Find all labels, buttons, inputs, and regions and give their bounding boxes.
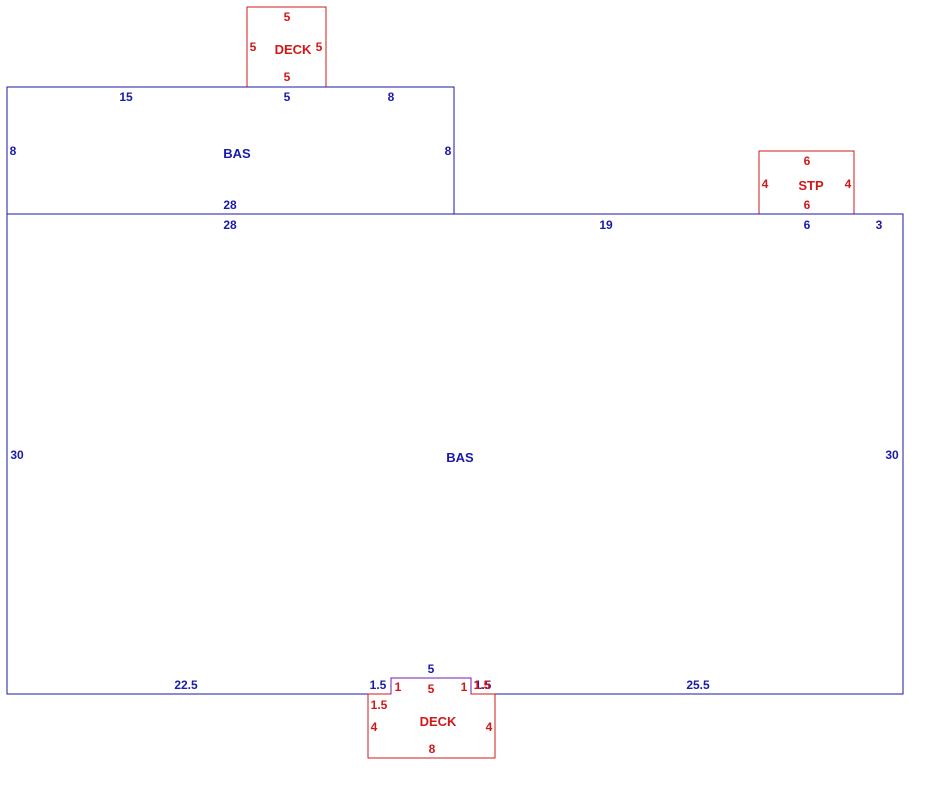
- stp-dim-right: 4: [845, 177, 852, 191]
- deck-bottom-dim-inner-right: 1: [461, 680, 468, 694]
- bas-main-dim-top-mid: 19: [599, 218, 613, 232]
- bas-main-dim-top-stp: 6: [804, 218, 811, 232]
- deck-top-label: DECK: [275, 42, 312, 57]
- deck-bottom-dim-inner-top: 5: [428, 682, 435, 696]
- deck-bottom-dim-left: 4: [371, 720, 378, 734]
- bas-main-dim-bottom-left: 22.5: [174, 678, 198, 692]
- bas-upper-dim-bottom: 28: [223, 198, 237, 212]
- bas-upper-dim-left: 8: [10, 144, 17, 158]
- deck-top: 5 5 5 5 DECK: [246, 6, 327, 88]
- stp-dim-bottom: 6: [804, 198, 811, 212]
- bas-upper-dim-top-mid: 5: [284, 90, 291, 104]
- stp-label: STP: [798, 178, 824, 193]
- deck-bottom: 1 5 1 1.5 1.5 4 4 8 DECK: [367, 678, 496, 759]
- bas-main-dim-top-right: 3: [876, 218, 883, 232]
- bas-main: 28 19 6 3 30 30 22.5 25.5 1.5 1.5 5 BAS: [6, 213, 904, 695]
- bas-main-dim-top-left: 28: [223, 218, 237, 232]
- bas-main-label: BAS: [446, 450, 474, 465]
- bas-upper-dim-top-left: 15: [119, 90, 133, 104]
- bas-main-dim-left: 30: [10, 448, 24, 462]
- deck-bottom-outline: [367, 693, 496, 759]
- deck-top-dim-top: 5: [284, 10, 291, 24]
- bas-upper-dim-top-right: 8: [388, 90, 395, 104]
- bas-main-dim-notch-right: 1.5: [475, 678, 492, 692]
- stp: 6 4 4 6 STP: [758, 150, 855, 215]
- deck-bottom-label: DECK: [420, 714, 457, 729]
- deck-bottom-dim-outer-right-upper: 1.5: [474, 678, 491, 692]
- bas-main-dim-bottom-right: 25.5: [686, 678, 710, 692]
- bas-upper: 15 5 8 8 8 28 BAS: [6, 86, 455, 215]
- bas-upper-dim-right: 8: [445, 144, 452, 158]
- deck-top-dim-left: 5: [250, 40, 257, 54]
- bas-upper-label: BAS: [223, 146, 251, 161]
- deck-top-dim-right: 5: [316, 40, 323, 54]
- bas-main-dim-notch-left: 1.5: [370, 678, 387, 692]
- stp-dim-left: 4: [762, 177, 769, 191]
- deck-top-dim-bottom: 5: [284, 70, 291, 84]
- deck-bottom-dim-right: 4: [486, 720, 493, 734]
- deck-bottom-dim-inner-left: 1: [395, 680, 402, 694]
- bas-main-dim-right: 30: [885, 448, 899, 462]
- deck-bottom-dim-outer-left-upper: 1.5: [371, 698, 388, 712]
- deck-bottom-dim-bottom: 8: [429, 742, 436, 756]
- stp-dim-top: 6: [804, 154, 811, 168]
- bas-main-dim-notch-top: 5: [428, 662, 435, 676]
